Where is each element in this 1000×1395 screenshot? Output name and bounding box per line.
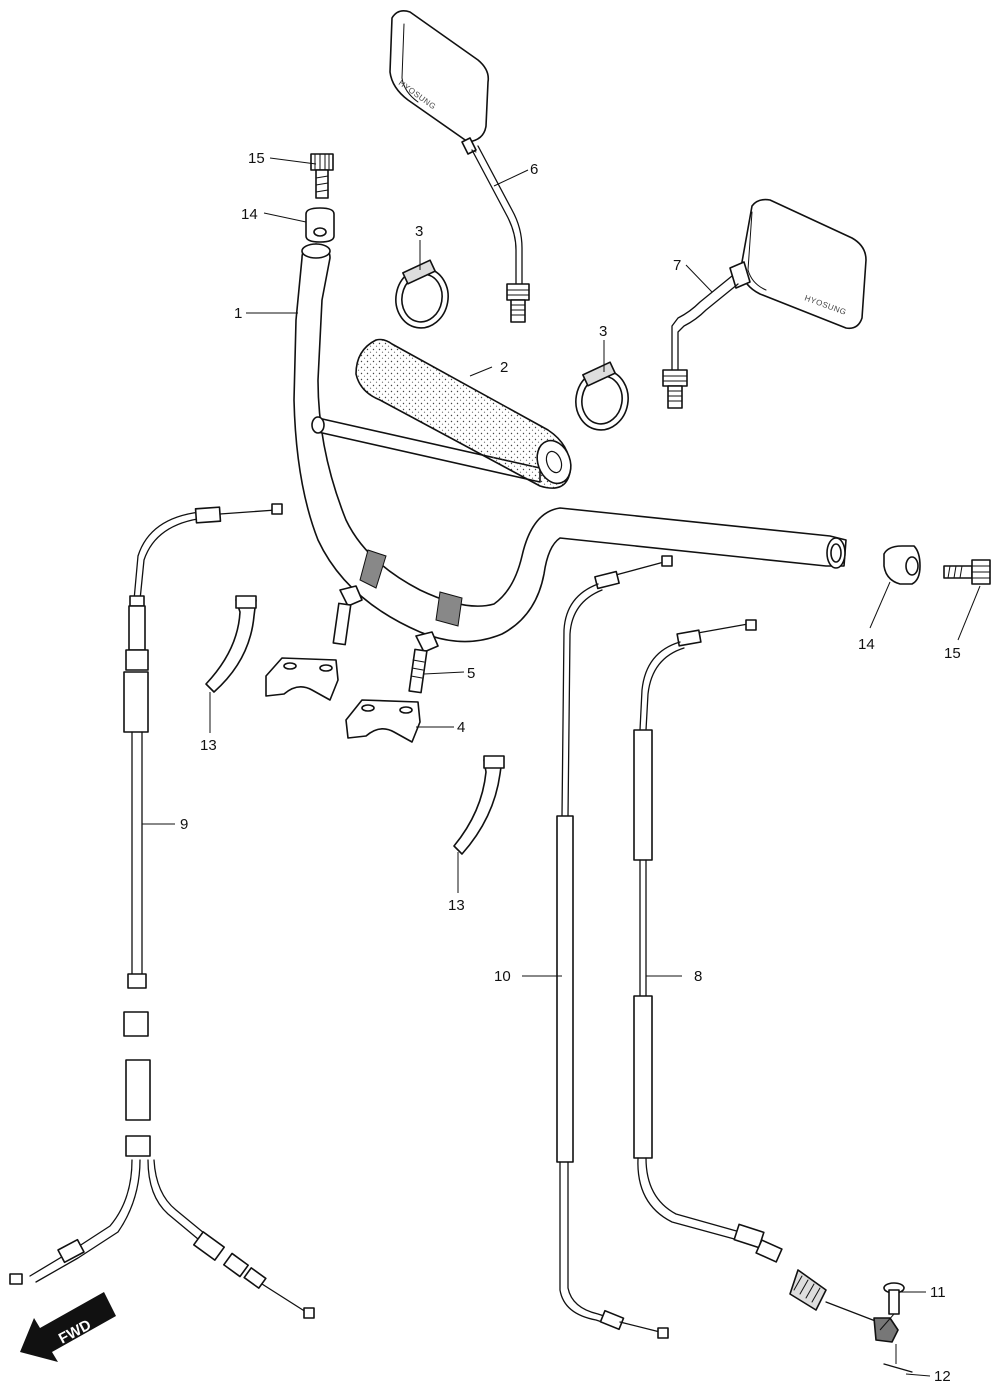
label-9: 9 xyxy=(180,816,188,833)
label-15-right: 15 xyxy=(944,645,961,662)
spacer-left xyxy=(305,207,335,243)
cable-9 xyxy=(9,503,315,1319)
cable-8 xyxy=(633,619,899,1343)
label-3-lower: 3 xyxy=(599,323,607,340)
cable-tie-left xyxy=(205,595,257,693)
label-15-left: 15 xyxy=(248,150,265,167)
label-7: 7 xyxy=(673,257,681,274)
holder-bolt-b xyxy=(408,631,439,694)
label-12: 12 xyxy=(934,1368,951,1385)
pin xyxy=(883,1282,905,1315)
label-8: 8 xyxy=(694,968,702,985)
label-1: 1 xyxy=(234,305,242,322)
label-10: 10 xyxy=(494,968,511,985)
handlebar xyxy=(293,243,847,643)
handlebar-pad xyxy=(355,338,572,489)
label-13-right: 13 xyxy=(448,897,465,914)
upper-holder-a xyxy=(265,657,339,701)
label-14-left: 14 xyxy=(241,206,258,223)
hose-clamp-upper xyxy=(395,259,449,329)
hose-clamp-lower xyxy=(575,361,629,431)
part-labels: 1 2 3 3 4 5 6 7 8 9 10 11 12 13 13 14 14… xyxy=(180,150,961,1385)
bolt-left xyxy=(310,153,334,199)
upper-holder-b xyxy=(345,699,421,743)
bolt-right xyxy=(943,559,991,585)
label-4: 4 xyxy=(457,719,465,736)
cable-tie-right xyxy=(453,755,505,855)
cable-10 xyxy=(556,555,673,1339)
label-6: 6 xyxy=(530,161,538,178)
label-5: 5 xyxy=(467,665,475,682)
left-mirror: HYOSUNG xyxy=(389,10,530,323)
leader-lines xyxy=(142,157,981,1377)
label-2: 2 xyxy=(500,359,508,376)
knurled-grip-zone xyxy=(359,549,463,627)
spacer-right xyxy=(883,545,921,585)
label-11: 11 xyxy=(930,1284,946,1301)
fwd-direction-arrow: FWD xyxy=(20,1292,116,1362)
clip xyxy=(883,1363,913,1373)
holder-bolt-a xyxy=(332,585,363,646)
label-14-right: 14 xyxy=(858,636,875,653)
label-3-upper: 3 xyxy=(415,223,423,240)
right-mirror: HYOSUNG xyxy=(662,198,867,409)
label-13-left: 13 xyxy=(200,737,217,754)
